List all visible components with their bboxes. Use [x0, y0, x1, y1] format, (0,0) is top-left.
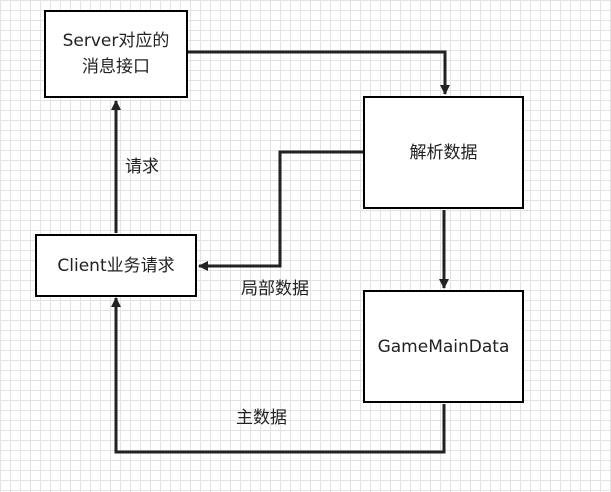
edge-label-main-data: 主数据 [236, 408, 287, 428]
edge-gamemain-to-client [111, 297, 446, 454]
gamemain-node-label: GameMainData [377, 336, 510, 357]
client-node-label: Client业务请求 [57, 255, 175, 276]
parse-node-label: 解析数据 [409, 142, 478, 163]
edge-label-local-data: 局部数据 [241, 279, 309, 299]
client-node: Client业务请求 [35, 234, 197, 297]
server-node-label: Server对应的消息接口 [62, 31, 170, 77]
parse-node: 解析数据 [363, 96, 524, 209]
edge-label-request: 请求 [125, 157, 159, 177]
gamemain-node: GameMainData [363, 290, 524, 403]
edge-server-to-parse [188, 50, 450, 95]
server-node: Server对应的消息接口 [44, 10, 188, 98]
edge-parse-to-client [198, 150, 363, 271]
